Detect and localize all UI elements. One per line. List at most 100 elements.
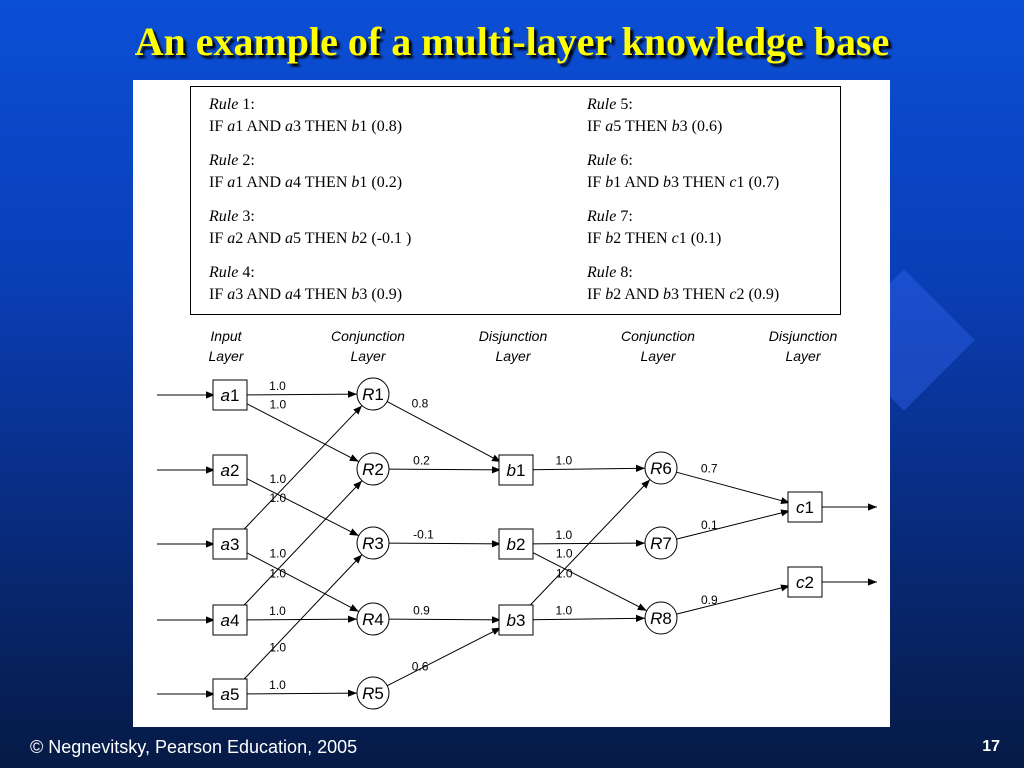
edge-R2-b1 bbox=[388, 466, 502, 474]
edge-label-R7-c1: 0.1 bbox=[701, 518, 718, 532]
rule-body: IF a3 AND a4 THEN b3 (0.9) bbox=[209, 286, 403, 303]
node-label-R1: R1 bbox=[362, 385, 384, 404]
edge-label-a1-R1: 1.0 bbox=[269, 379, 286, 393]
edge-a3-R4 bbox=[244, 551, 360, 613]
edge-R8-c2 bbox=[676, 584, 791, 615]
rule-name: Rule bbox=[587, 208, 617, 225]
rule-name: Rule bbox=[587, 264, 617, 281]
node-label-a2: a2 bbox=[221, 461, 240, 480]
node-label-R2: R2 bbox=[362, 460, 384, 479]
edge-label-R8-c2: 0.9 bbox=[701, 593, 718, 607]
node-a2 bbox=[212, 454, 248, 486]
edge-label-R2-b1: 0.2 bbox=[413, 453, 430, 467]
rule-body: IF a1 AND a3 THEN b1 (0.8) bbox=[209, 118, 403, 135]
layer-header-4-line2: Layer bbox=[640, 348, 676, 364]
node-label-R7: R7 bbox=[650, 534, 672, 553]
copyright-footer: © Negnevitsky, Pearson Education, 2005 bbox=[30, 737, 358, 757]
layer-header-3-line2: Layer bbox=[495, 348, 531, 364]
edge-label-a1-R2: 1.0 bbox=[269, 397, 286, 411]
rule-name: Rule bbox=[587, 152, 617, 169]
layer-header-5-line1: Disjunction bbox=[769, 328, 838, 344]
edge-label-a2-R3: 1.0 bbox=[269, 472, 286, 486]
edge-R3-b2 bbox=[388, 540, 502, 548]
edge-label-R3-b2: -0.1 bbox=[413, 527, 434, 541]
edge-label-R6-c1: 0.7 bbox=[701, 462, 718, 476]
edge-label-b3-R6: 1.0 bbox=[556, 566, 573, 580]
rule-name: Rule bbox=[209, 264, 239, 281]
layer-header-1-line1: Input bbox=[210, 328, 242, 344]
rule-2: Rule 2:IF a1 AND a4 THEN b1 (0.2) bbox=[209, 150, 402, 194]
edge-label-a4-R2: 1.0 bbox=[269, 567, 286, 581]
node-label-c2: c2 bbox=[796, 573, 814, 592]
layer-header-3-line1: Disjunction bbox=[479, 328, 548, 344]
rule-3: Rule 3:IF a2 AND a5 THEN b2 (-0.1 ) bbox=[209, 206, 411, 250]
edge-R5-b3 bbox=[387, 627, 502, 687]
node-label-R4: R4 bbox=[362, 610, 384, 629]
node-R3 bbox=[356, 526, 390, 560]
node-label-R5: R5 bbox=[362, 684, 384, 703]
edge-label-R5-b3: 0.6 bbox=[412, 659, 429, 673]
edge-R4-b3 bbox=[388, 616, 502, 624]
node-label-R3: R3 bbox=[362, 534, 384, 553]
rule-4: Rule 4:IF a3 AND a4 THEN b3 (0.9) bbox=[209, 262, 402, 306]
edge-R7-c1 bbox=[676, 509, 791, 540]
rule-body: IF b2 THEN c1 (0.1) bbox=[587, 230, 722, 247]
edge-label-a5-R3: 1.0 bbox=[269, 641, 286, 655]
rule-body: IF a2 AND a5 THEN b2 (-0.1 ) bbox=[209, 230, 412, 247]
edge-label-R1-b1: 0.8 bbox=[412, 396, 429, 410]
node-label-b1: b1 bbox=[507, 461, 526, 480]
figure-panel: Rule 1:IF a1 AND a3 THEN b1 (0.8) Rule 2:… bbox=[133, 80, 890, 727]
rule-body: IF b2 AND b3 THEN c2 (0.9) bbox=[587, 286, 780, 303]
edge-a2-R3 bbox=[244, 477, 359, 537]
edge-a5-R5 bbox=[244, 689, 358, 697]
edge-a1-R2 bbox=[244, 402, 360, 463]
edge-label-R4-b3: 0.9 bbox=[413, 603, 430, 617]
edge-b3-R6 bbox=[529, 479, 651, 606]
node-c1 bbox=[787, 491, 823, 523]
node-R6 bbox=[644, 451, 678, 485]
edge-label-a4-R4: 1.0 bbox=[269, 604, 286, 618]
node-label-b3: b3 bbox=[507, 611, 526, 630]
edge-a4-R4 bbox=[244, 615, 358, 623]
rule-8: Rule 8:IF b2 AND b3 THEN c2 (0.9) bbox=[587, 262, 779, 306]
edge-b3-R8 bbox=[530, 614, 646, 622]
rule-1: Rule 1:IF a1 AND a3 THEN b1 (0.8) bbox=[209, 94, 402, 138]
rule-name: Rule bbox=[587, 96, 617, 113]
rule-6: Rule 6:IF b1 AND b3 THEN c1 (0.7) bbox=[587, 150, 779, 194]
node-label-a1: a1 bbox=[221, 386, 240, 405]
edge-label-b3-R8: 1.0 bbox=[556, 604, 573, 618]
node-b1 bbox=[498, 454, 534, 486]
rule-7: Rule 7:IF b2 THEN c1 (0.1) bbox=[587, 206, 721, 250]
rule-body: IF a1 AND a4 THEN b1 (0.2) bbox=[209, 174, 403, 191]
node-R2 bbox=[356, 452, 390, 486]
edge-label-a3-R4: 1.0 bbox=[269, 547, 286, 561]
edge-label-a3-R1: 1.0 bbox=[269, 491, 286, 505]
node-R4 bbox=[356, 602, 390, 636]
rule-name: Rule bbox=[209, 152, 239, 169]
rule-5: Rule 5:IF a5 THEN b3 (0.6) bbox=[587, 94, 722, 138]
slide-title: An example of a multi-layer knowledge ba… bbox=[134, 19, 890, 64]
edge-R1-b1 bbox=[386, 401, 502, 463]
layer-header-1-line2: Layer bbox=[208, 348, 244, 364]
node-label-R6: R6 bbox=[650, 459, 672, 478]
edge-a1-R1 bbox=[244, 390, 358, 398]
edge-label-b2-R7: 1.0 bbox=[556, 528, 573, 542]
rule-body: IF a5 THEN b3 (0.6) bbox=[587, 118, 723, 135]
edge-label-a5-R5: 1.0 bbox=[269, 678, 286, 692]
edge-label-b2-R8: 1.0 bbox=[556, 546, 573, 560]
node-b3 bbox=[498, 604, 534, 636]
node-a1 bbox=[212, 379, 248, 411]
node-R8 bbox=[644, 601, 678, 635]
layer-header-5-line2: Layer bbox=[785, 348, 821, 364]
node-label-a4: a4 bbox=[221, 611, 240, 630]
rule-name: Rule bbox=[209, 208, 239, 225]
rule-name: Rule bbox=[209, 96, 239, 113]
layer-header-2-line1: Conjunction bbox=[331, 328, 405, 344]
node-label-c1: c1 bbox=[796, 498, 814, 517]
node-c2 bbox=[787, 566, 823, 598]
page-number: 17 bbox=[982, 738, 1000, 755]
node-a3 bbox=[212, 528, 248, 560]
layer-header-4-line1: Conjunction bbox=[621, 328, 695, 344]
node-label-b2: b2 bbox=[507, 535, 526, 554]
